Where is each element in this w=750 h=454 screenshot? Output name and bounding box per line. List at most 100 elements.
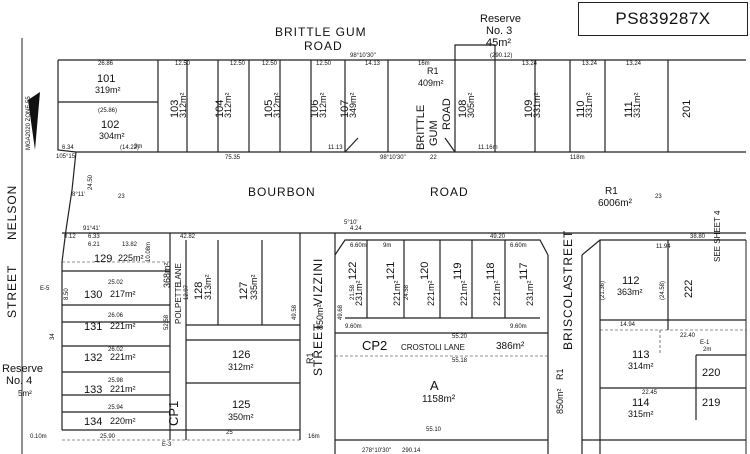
lot-labels: 101 319m² 102 304m² 103 312m² 104 312m² … bbox=[84, 73, 720, 428]
lot-number: 109 bbox=[523, 100, 535, 118]
lot-area: 315m² bbox=[628, 409, 654, 419]
dimension: 25.02 bbox=[108, 280, 124, 286]
dimension: 6.21 bbox=[88, 242, 100, 248]
dimension: 13.24 bbox=[626, 61, 642, 67]
lot-area: 331m² bbox=[584, 92, 594, 118]
bearing: 105°15' bbox=[56, 154, 76, 160]
dimension: 13.82 bbox=[122, 242, 138, 248]
easement-label: E-3 bbox=[162, 442, 172, 448]
lot-area: 217m² bbox=[110, 289, 136, 299]
street-vizzini: VIZZINI bbox=[311, 258, 325, 306]
road-brittle-gum-vertical-2: GUM bbox=[428, 120, 440, 146]
dimension: 16m bbox=[418, 61, 430, 67]
lane-crostoli: CROSTOLI LANE bbox=[401, 343, 465, 352]
lot-number: 222 bbox=[683, 280, 695, 298]
dimension: 118m bbox=[570, 155, 585, 161]
dimension: (25.86) bbox=[98, 108, 117, 114]
dimension: 34 bbox=[50, 333, 56, 340]
common-property-2-area: 386m² bbox=[496, 341, 525, 352]
dimension: 75.35 bbox=[225, 155, 241, 161]
zone-arrow-icon bbox=[28, 92, 40, 150]
dimension: 26.86 bbox=[98, 61, 114, 67]
lot-number: 128 bbox=[193, 282, 205, 300]
dimension: 42.82 bbox=[180, 234, 196, 240]
bearing: 98°10'30" bbox=[350, 53, 376, 59]
lot-area: 312m² bbox=[223, 92, 233, 118]
dimension: 12.50 bbox=[262, 61, 278, 67]
dimension: 11.94 bbox=[656, 244, 671, 250]
street-nelson-suffix: STREET bbox=[5, 265, 19, 318]
lot-area: 221m² bbox=[459, 280, 469, 306]
lot-number: 104 bbox=[214, 100, 226, 118]
dimension: 12.50 bbox=[175, 61, 191, 67]
road-r1-area: 850m² bbox=[555, 388, 565, 414]
dimension: 0.12 bbox=[64, 234, 76, 240]
lot-number: 133 bbox=[84, 384, 102, 396]
easement-label: E-5 bbox=[40, 286, 50, 292]
lane-polpette: POLPETTE bbox=[174, 282, 183, 324]
lot-number: 110 bbox=[575, 100, 587, 118]
dimension: 21.58 bbox=[350, 284, 356, 300]
lot-area: 305m² bbox=[466, 92, 476, 118]
dimension: 22.45 bbox=[642, 390, 658, 396]
lot-area: 312m² bbox=[178, 92, 188, 118]
lot-area: 313m² bbox=[203, 274, 213, 300]
dimension: 10.08m bbox=[146, 242, 152, 262]
lot-area: 312m² bbox=[228, 362, 254, 372]
dimension: 4.24 bbox=[350, 226, 362, 232]
lot-number: 106 bbox=[309, 100, 321, 118]
lot-number: 102 bbox=[101, 119, 119, 131]
road-r1-area: 6006m² bbox=[598, 198, 633, 209]
dimension: 25.94 bbox=[108, 405, 124, 411]
dimension: 9.60m bbox=[510, 324, 527, 330]
lot-number: 108 bbox=[457, 100, 469, 118]
dimension: 6.60m bbox=[510, 243, 527, 249]
lot-number: 121 bbox=[385, 262, 397, 280]
lot-number: 132 bbox=[84, 352, 102, 364]
dimension: 25.90 bbox=[100, 434, 116, 440]
dimension: 0.10m bbox=[30, 434, 47, 440]
dimension: 13.24 bbox=[582, 61, 598, 67]
lot-number: 201 bbox=[681, 100, 693, 118]
lot-number: 129 bbox=[94, 253, 112, 265]
plan-linework bbox=[21, 38, 747, 454]
lot-number: 125 bbox=[232, 399, 250, 411]
reserve-3-title: Reserve bbox=[480, 13, 521, 25]
reserve-3-number: No. 3 bbox=[486, 25, 512, 37]
road-r1-label: R1 bbox=[305, 352, 315, 364]
dimension: 25 bbox=[226, 430, 233, 436]
dimension: 26.06 bbox=[108, 313, 124, 319]
dimension: 38.80 bbox=[690, 234, 706, 240]
street-briscola-suffix: STREET bbox=[561, 230, 575, 283]
lot-area: 220m² bbox=[110, 416, 136, 426]
lot-area: 225m² bbox=[118, 253, 144, 263]
road-brittle-gum-vertical-3: ROAD bbox=[441, 98, 453, 130]
street-vizzini-suffix: STREET bbox=[311, 323, 325, 376]
dimension: 49.68 bbox=[338, 304, 344, 320]
dimension: 12.50 bbox=[316, 61, 332, 67]
lot-number: 134 bbox=[84, 416, 102, 428]
easement-width: 2m bbox=[703, 347, 711, 353]
lot-area: 319m² bbox=[95, 85, 121, 95]
dimension: 6.60m bbox=[350, 243, 367, 249]
dimension: 49.20 bbox=[490, 234, 506, 240]
common-property-2: CP2 bbox=[362, 338, 387, 353]
dimension-labels: 26.86 12.50 12.50 12.50 12.50 14.13 16m … bbox=[30, 53, 711, 454]
lot-number: 111 bbox=[623, 101, 635, 118]
road-r1-label: R1 bbox=[605, 186, 618, 197]
dimension: 11.13 bbox=[328, 145, 343, 151]
lot-a-label: A bbox=[430, 378, 439, 393]
road-r1-label: R1 bbox=[555, 368, 565, 380]
road-r1-area: 850m² bbox=[315, 304, 325, 330]
street-nelson: NELSON bbox=[5, 185, 19, 240]
zone-label: MGA2020 ZONE 55 bbox=[26, 96, 32, 150]
lot-area: 331m² bbox=[532, 92, 542, 118]
lot-number: 112 bbox=[622, 275, 640, 287]
lot-a-area: 1158m² bbox=[422, 394, 456, 405]
dimension: 9m bbox=[383, 243, 391, 249]
reserve-4-number: No. 4 bbox=[6, 375, 32, 387]
dimension: 23 bbox=[118, 194, 125, 200]
reserve-labels: Reserve No. 3 45m² Reserve No. 4 5m² bbox=[2, 13, 521, 398]
road-bourbon-suffix: ROAD bbox=[430, 185, 469, 199]
dimension: 9.60m bbox=[345, 324, 362, 330]
